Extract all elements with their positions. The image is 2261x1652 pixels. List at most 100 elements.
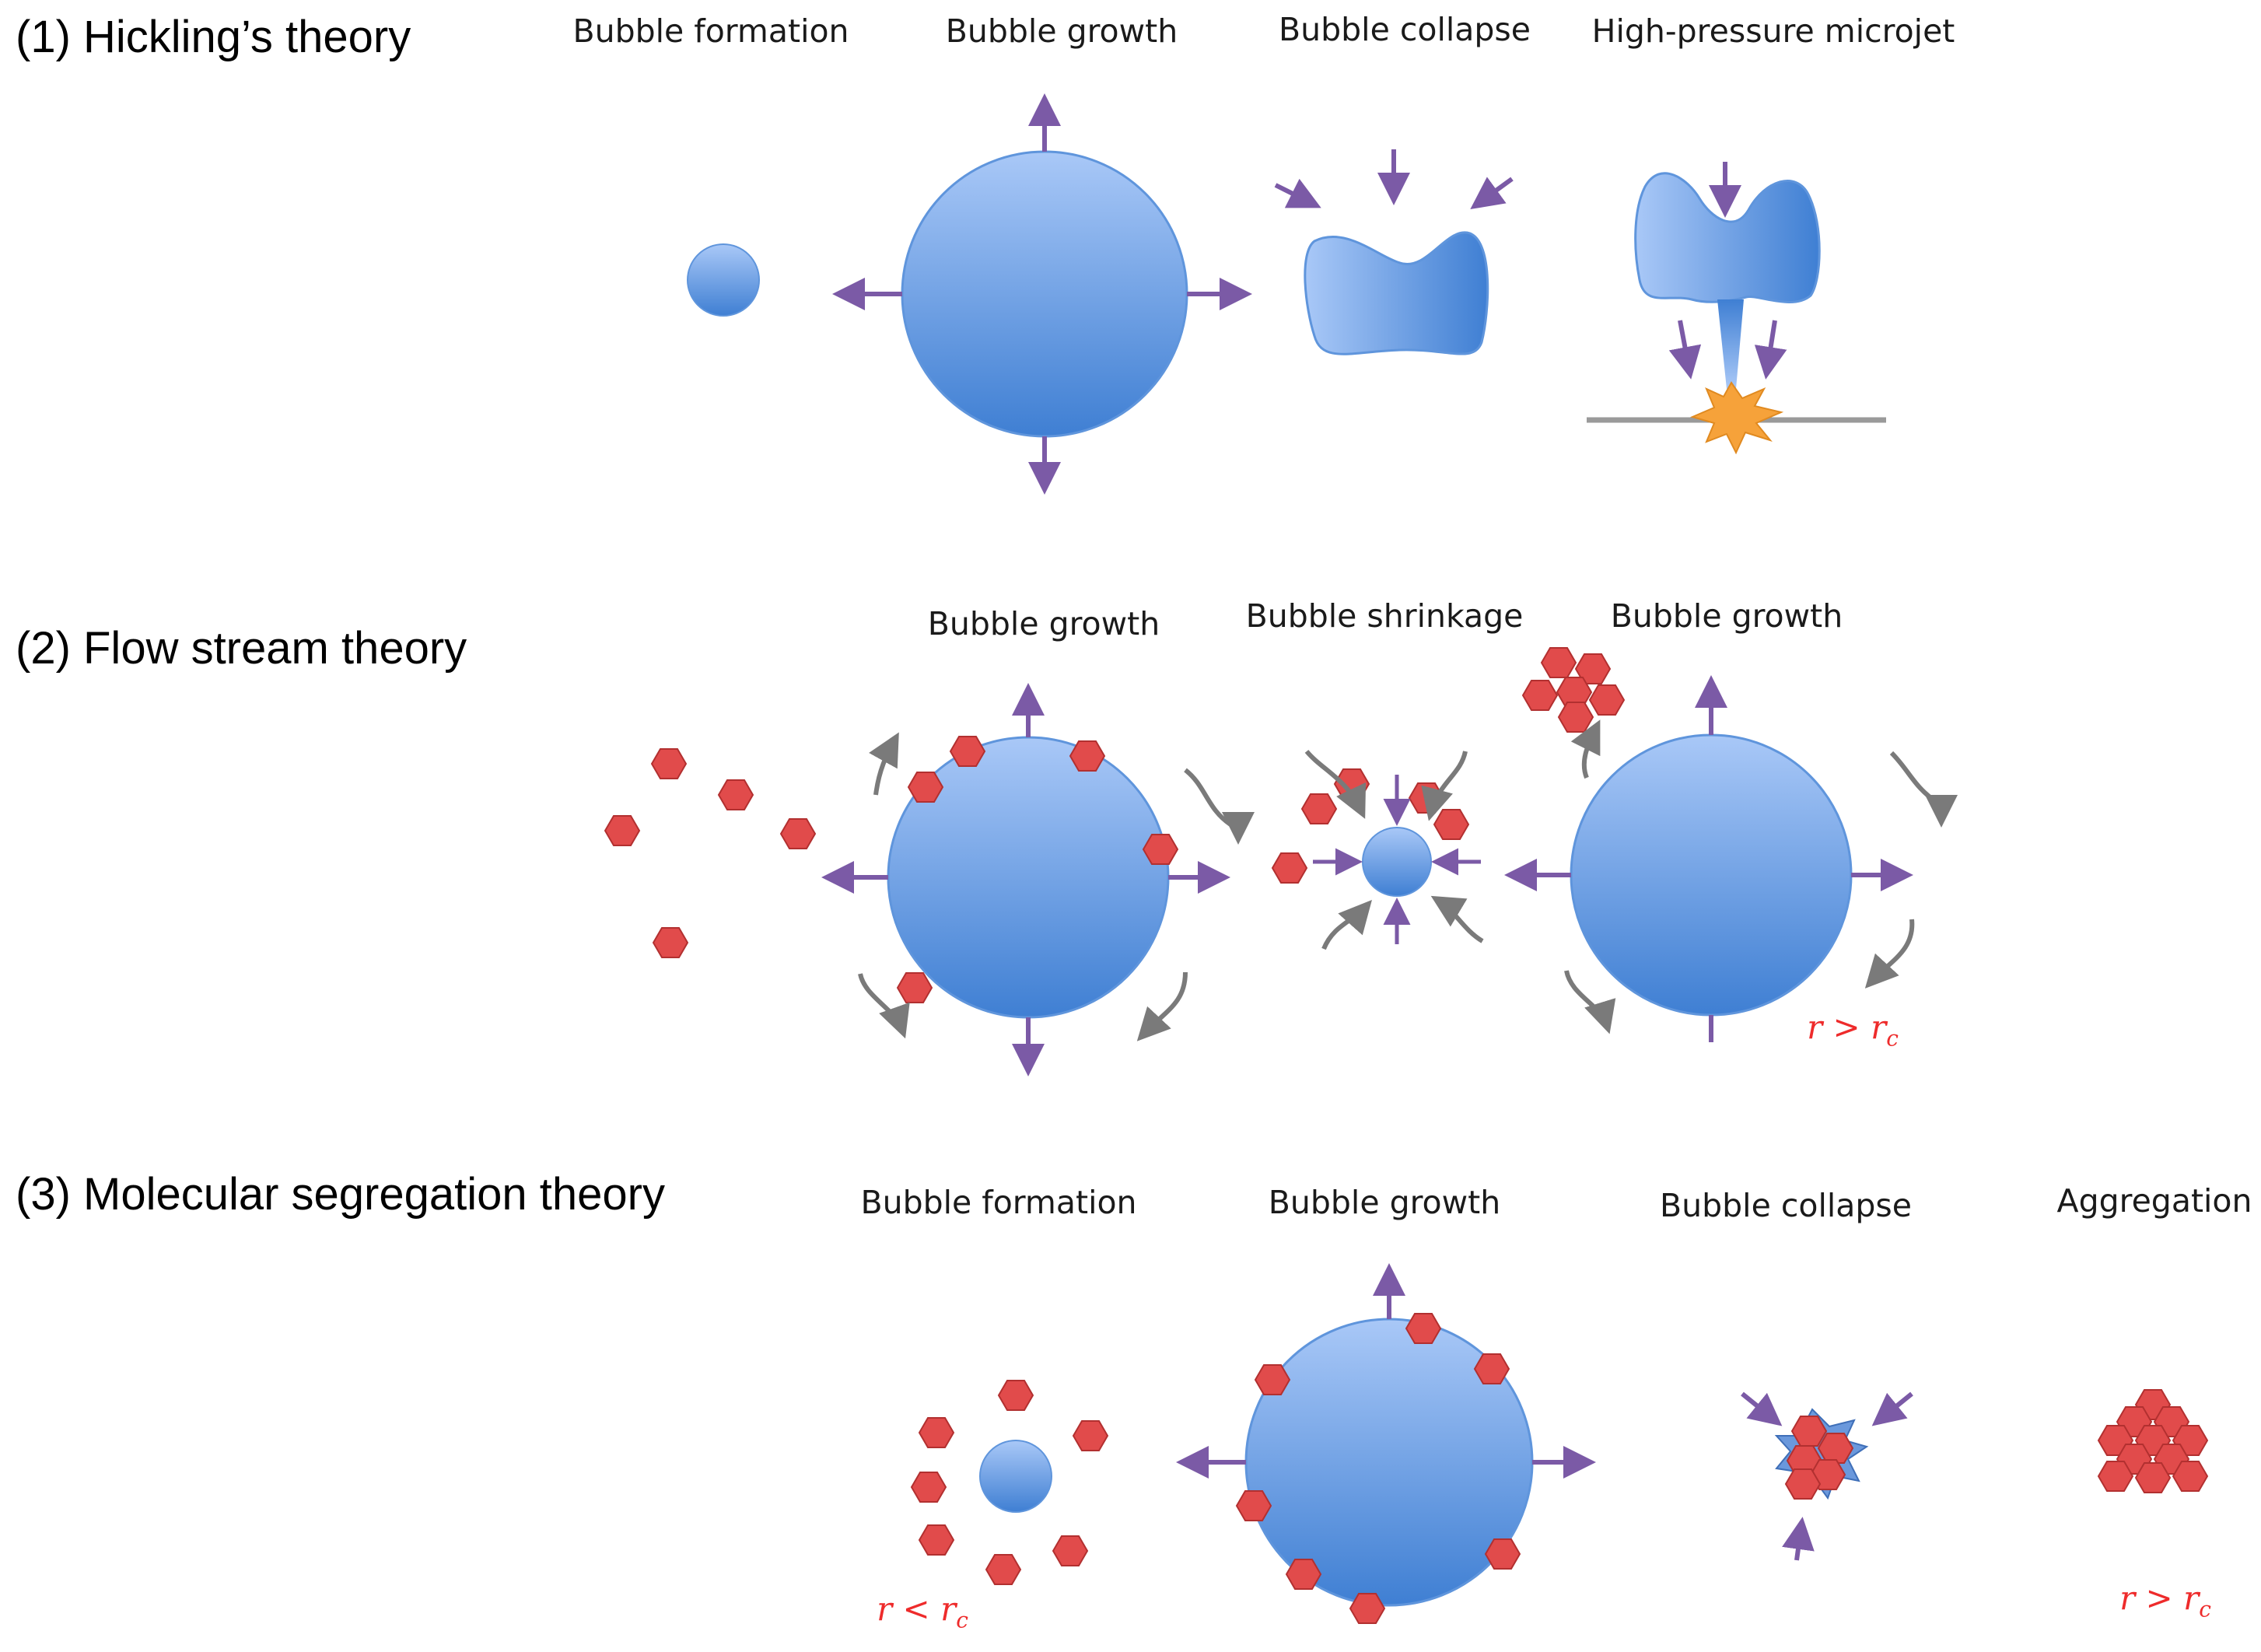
inward-arrows [1313,775,1481,944]
particle-icon [1818,1433,1853,1464]
particle-icon [2098,1461,2133,1492]
particle-icon [919,1417,954,1448]
particle-icon [1286,1559,1321,1590]
particle-icon [1589,684,1625,716]
curved-arrow-icon [858,973,910,1039]
critical-radius-annotation: r > rc [1807,1008,1899,1051]
annotation-rhs: r [940,1590,957,1628]
stage-label: Bubble growth [945,12,1178,50]
particle-icon [1052,1535,1088,1566]
particle-icon [1073,1420,1108,1451]
small-bubble [687,243,760,317]
particle-cluster [1522,647,1625,733]
curved-arrow-icon [1321,900,1372,950]
stage-label: Bubble growth [1610,597,1843,635]
row2-bubble-growth-1 [821,683,1255,1076]
particle-icon [950,736,985,767]
row1-bubble-collapse [1274,149,1514,355]
stage-label: Bubble collapse [1279,11,1531,48]
flow-arrows [858,732,1255,1041]
critical-radius-annotation: r < rc [877,1590,968,1633]
small-bubble [979,1440,1052,1513]
annotation-rhs: r [1871,1008,1887,1046]
curved-arrow-icon [1136,971,1188,1041]
row1-bubble-formation [687,243,760,317]
particle-icon [1791,1416,1827,1447]
annotation-rhs: r [2183,1579,2200,1617]
expansion-arrows [832,93,1252,495]
flow-arrows [1304,750,1484,950]
impact-burst-icon [1690,381,1784,455]
stage-label: High-pressure microjet [1591,12,1955,50]
particle-icon [985,1554,1021,1585]
annotation-lhs: r [2119,1579,2136,1617]
particle-icon [1522,680,1558,711]
microjet [1717,299,1744,389]
arrow-up-icon [1782,1517,1815,1561]
particle-icon [1236,1490,1272,1521]
expansion-arrows [821,683,1230,1076]
large-bubble [1570,733,1853,1017]
large-bubble [901,150,1188,438]
annotation-lhs: r [1807,1008,1823,1046]
particle-icon [604,815,640,846]
particle-icon [1301,793,1337,824]
annotation-operator: > [1832,1008,1860,1046]
theory-title-flow-stream: (2) Flow stream theory [16,623,467,674]
particle-icon [998,1380,1034,1411]
particle-icon [1541,647,1577,678]
small-bubble [1362,827,1432,897]
curved-arrow-icon [869,732,899,796]
stage-label: Bubble collapse [1660,1187,1912,1224]
particle-icon [1272,852,1307,884]
inward-arrows [1274,149,1514,210]
arrow-down-icon [1668,320,1702,380]
row1-microjet [1587,162,1886,455]
expansion-arrows [1176,1263,1596,1479]
annotation-subscript: c [2199,1596,2211,1622]
particle-icon [780,818,816,849]
curved-arrow-icon [1864,919,1915,989]
row2-bubble-growth-2 [1504,647,1958,1042]
row2-bubble-shrinkage [1272,750,1484,950]
flow-arrows [1564,719,1958,1034]
curved-arrow-icon [1570,719,1601,779]
curved-arrow-icon [1304,750,1367,819]
critical-radius-annotation: r > rc [2119,1579,2211,1622]
stage-label: Bubble growth [1268,1184,1501,1221]
arrow-down-icon [1754,320,1787,380]
theory-title-hickling: (1) Hickling’s theory [16,12,411,62]
stage-label: Bubble formation [572,12,849,50]
particle-icon [1433,809,1469,840]
row1-bubble-growth [832,93,1252,495]
stage-label: Aggregation [2056,1182,2252,1220]
particle-icon [1349,1593,1385,1624]
theory-title-molecular-segregation: (3) Molecular segregation theory [16,1169,665,1220]
collapsing-bubble [1304,231,1489,355]
annotation-subscript: c [956,1607,968,1633]
particle-icon [1785,1468,1821,1500]
annotation-lhs: r [877,1590,893,1628]
arrow-diagonal-icon [1871,1391,1913,1426]
particle-icon [1255,1364,1290,1395]
stage-label: Bubble formation [860,1184,1137,1221]
particle-icon [1069,740,1105,772]
curved-arrow-icon [1184,768,1255,845]
particle-icon [1485,1538,1521,1570]
particle-icon [911,1472,947,1503]
inward-arrows [1741,1391,1913,1561]
stage-label: Bubble growth [927,605,1160,642]
particle-icon [1143,834,1178,865]
row3-aggregation [2098,1389,2208,1493]
particle-icon [2172,1461,2208,1492]
particle-icon [1558,702,1594,733]
annotation-subscript: c [1886,1025,1899,1052]
curved-arrow-icon [1564,970,1616,1034]
row3-bubble-growth [1176,1263,1596,1624]
particle-icon [1405,1313,1441,1344]
curved-arrow-icon [1889,751,1958,828]
curved-arrow-icon [1430,895,1484,943]
particle-icon [718,779,754,810]
particle-icon [919,1524,954,1556]
